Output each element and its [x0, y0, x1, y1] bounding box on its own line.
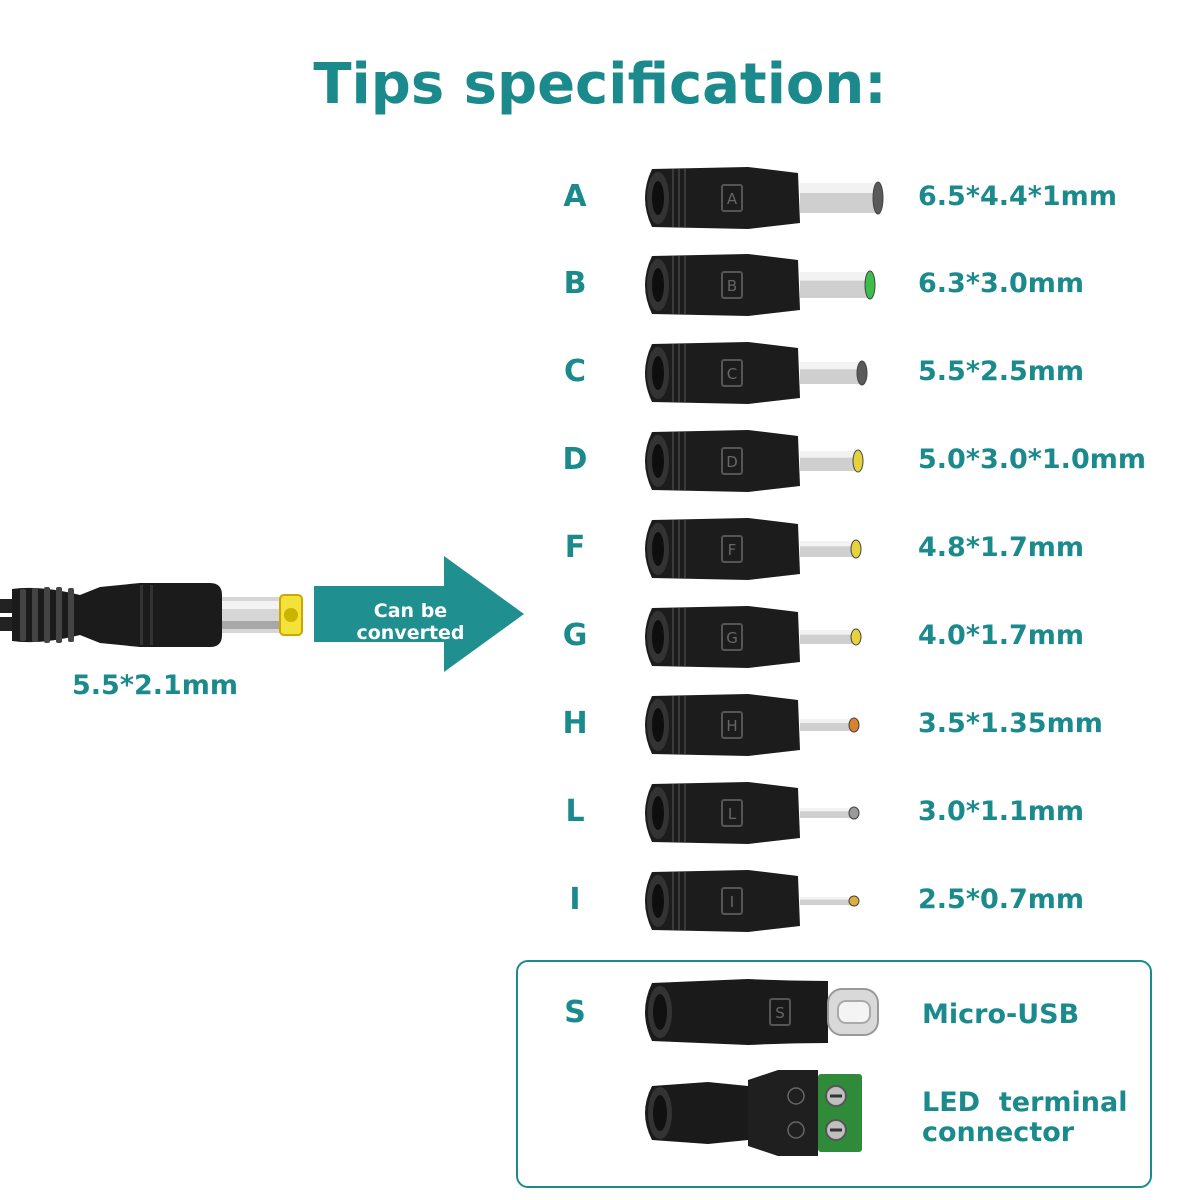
tip-adapter-g-icon: G — [645, 606, 862, 668]
micro-usb-adapter-icon: S — [645, 979, 879, 1045]
tip-engraving-l: L — [728, 805, 737, 823]
tip-letter-h: H — [562, 706, 588, 741]
micro-usb-label: Micro-USB — [922, 999, 1080, 1030]
tip-letter-l: L — [565, 794, 585, 829]
tip-adapter-h-icon: H — [645, 694, 860, 756]
tip-letter-c: C — [563, 354, 587, 389]
tip-adapter-a-icon: A — [645, 167, 884, 229]
special-connectors-box — [516, 960, 1152, 1188]
tip-spec-a: 6.5*4.4*1mm — [918, 181, 1117, 212]
tip-adapter-l-icon: L — [645, 782, 860, 844]
tip-spec-f: 4.8*1.7mm — [918, 532, 1085, 563]
arrow-right-icon — [314, 556, 524, 672]
tip-letter-g: G — [562, 618, 588, 653]
convert-label: Can be converted — [356, 600, 465, 644]
led-terminal-label: LED terminal connector — [922, 1088, 1127, 1148]
tip-engraving-i: I — [730, 893, 734, 911]
tip-letter-i: I — [569, 882, 581, 917]
tip-engraving-c: C — [727, 365, 737, 383]
tip-spec-c: 5.5*2.5mm — [918, 356, 1085, 387]
tip-letter-b: B — [563, 266, 587, 301]
tip-adapter-f-icon: F — [645, 518, 862, 580]
tip-engraving-a: A — [727, 190, 738, 208]
tip-letter-d: D — [562, 442, 588, 477]
tip-letter-s: S — [564, 995, 586, 1030]
tip-letter-f: F — [564, 530, 586, 565]
tip-engraving-f: F — [728, 541, 737, 559]
page-title: Tips specification: — [313, 52, 887, 117]
tip-spec-g: 4.0*1.7mm — [918, 620, 1085, 651]
tip-engraving-h: H — [726, 717, 737, 735]
tip-engraving-d: D — [726, 453, 738, 471]
led-terminal-label-line2: connector — [922, 1117, 1075, 1148]
source-plug-icon — [0, 583, 303, 647]
tip-engraving-b: B — [727, 277, 737, 295]
tip-adapter-c-icon: C — [645, 342, 868, 404]
tip-adapter-i-icon: I — [645, 870, 860, 932]
tip-adapter-d-icon: D — [645, 430, 864, 492]
source-plug-label: 5.5*2.1mm — [72, 670, 239, 701]
tip-spec-h: 3.5*1.35mm — [918, 708, 1103, 739]
tip-spec-b: 6.3*3.0mm — [918, 268, 1085, 299]
tip-letter-a: A — [563, 179, 587, 214]
tip-adapter-b-icon: B — [645, 254, 876, 316]
tip-spec-l: 3.0*1.1mm — [918, 796, 1085, 827]
usb-engraving: S — [775, 1004, 785, 1022]
tip-spec-d: 5.0*3.0*1.0mm — [918, 444, 1146, 475]
tip-spec-i: 2.5*0.7mm — [918, 884, 1085, 915]
led-terminal-connector-icon — [645, 1070, 862, 1156]
led-terminal-label-line1: LED terminal — [922, 1087, 1128, 1118]
tip-engraving-g: G — [726, 629, 738, 647]
